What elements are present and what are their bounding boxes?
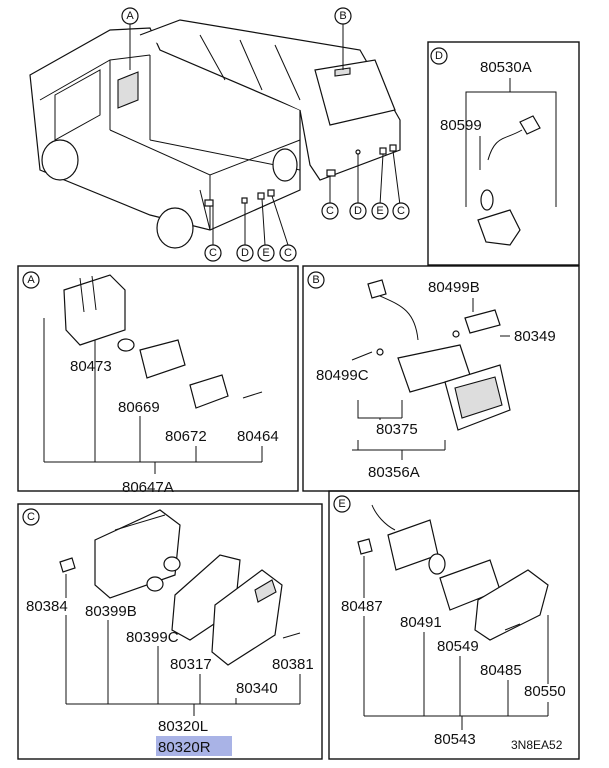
section-e: E 80487 80491 80549 80485 80550 80543 3N…: [328, 490, 580, 760]
part-label-80543[interactable]: 80543: [434, 731, 476, 748]
svg-text:E: E: [376, 205, 383, 217]
part-label-80647A[interactable]: 80647A: [122, 479, 174, 496]
svg-text:E: E: [338, 498, 345, 510]
part-label-80464[interactable]: 80464: [237, 428, 279, 445]
part-label-80491[interactable]: 80491: [400, 614, 442, 631]
part-label-80499B[interactable]: 80499B: [428, 279, 480, 296]
part-label-80375[interactable]: 80375: [376, 421, 418, 438]
selected-part-highlight: [156, 736, 232, 756]
part-label-80399B[interactable]: 80399B: [85, 603, 137, 620]
svg-text:D: D: [435, 50, 443, 62]
part-label-80485[interactable]: 80485: [480, 662, 522, 679]
part-label-80320R[interactable]: 80320R: [158, 739, 211, 756]
svg-text:A: A: [27, 274, 35, 286]
part-label-80384[interactable]: 80384: [26, 598, 68, 615]
part-label-80530A[interactable]: 80530A: [480, 59, 532, 76]
part-label-80320L[interactable]: 80320L: [158, 718, 208, 735]
section-a: A 80473 80669 80672 80464 80647A: [17, 265, 299, 496]
svg-text:A: A: [126, 10, 134, 22]
svg-text:C: C: [209, 247, 217, 259]
section-d: D 80530A 80599: [427, 41, 580, 266]
svg-text:B: B: [339, 10, 346, 22]
part-label-80672[interactable]: 80672: [165, 428, 207, 445]
section-c: C 80384 80399B 80399C 80317 80381 80340 …: [17, 503, 323, 760]
svg-text:C: C: [397, 205, 405, 217]
part-label-80349[interactable]: 80349: [514, 328, 556, 345]
van-illustration: [139, 19, 401, 206]
svg-text:C: C: [284, 247, 292, 259]
part-label-80669[interactable]: 80669: [118, 399, 160, 416]
svg-text:D: D: [241, 247, 249, 259]
flatbed-truck-illustration: [29, 22, 301, 249]
svg-text:E: E: [262, 247, 269, 259]
svg-text:C: C: [27, 511, 35, 523]
part-label-80550[interactable]: 80550: [524, 683, 566, 700]
part-label-80399C[interactable]: 80399C: [126, 629, 179, 646]
diagram-code: 3N8EA52: [511, 738, 563, 752]
part-label-80487[interactable]: 80487: [341, 598, 383, 615]
svg-text:C: C: [326, 205, 334, 217]
part-label-80356A[interactable]: 80356A: [368, 464, 420, 481]
part-label-80599[interactable]: 80599: [440, 117, 482, 134]
part-label-80317[interactable]: 80317: [170, 656, 212, 673]
svg-text:D: D: [354, 205, 362, 217]
part-label-80549[interactable]: 80549: [437, 638, 479, 655]
part-label-80473[interactable]: 80473: [70, 358, 112, 375]
vehicle-callouts: A B C D E C C D E C: [121, 7, 410, 262]
part-label-80381[interactable]: 80381: [272, 656, 314, 673]
part-label-80499C[interactable]: 80499C: [316, 367, 369, 384]
part-label-80340[interactable]: 80340: [236, 680, 278, 697]
section-b: B 80499B 80349 80499C 80375 80356A: [302, 265, 580, 492]
svg-text:B: B: [312, 274, 319, 286]
